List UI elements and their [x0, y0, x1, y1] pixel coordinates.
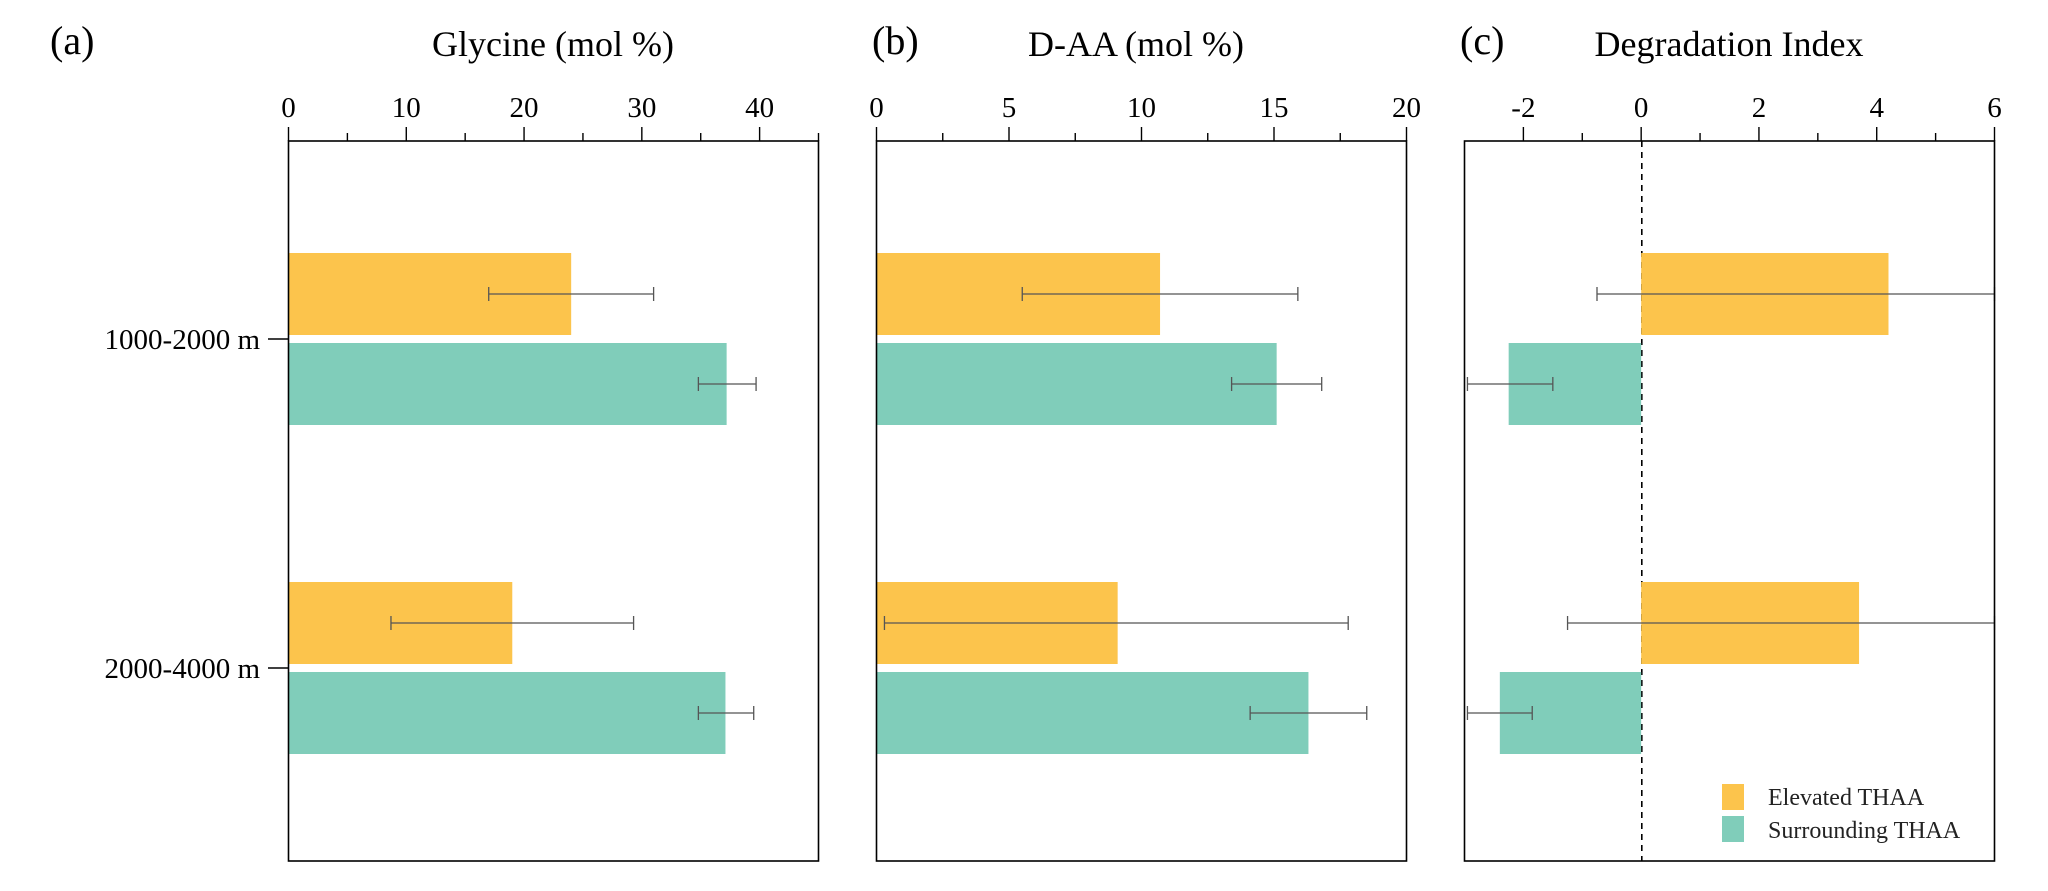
error-bar [1466, 706, 1533, 720]
bars [1499, 253, 1889, 754]
legend-label-elevated: Elevated THAA [1768, 785, 1925, 811]
x-tick-label: 10 [1127, 92, 1156, 124]
bar-surrounding [288, 672, 726, 754]
error-bars [883, 287, 1368, 720]
x-tick-label: -2 [1511, 92, 1535, 124]
error-bar [1021, 287, 1299, 301]
x-tick-label: 0 [1634, 92, 1649, 124]
legend-swatch-elevated [1722, 784, 1744, 810]
x-axis: -2 0 2 4 6 [1511, 92, 2002, 141]
panel-d-aa: (b) D-AA (mol %) 0 5 10 15 20 [869, 18, 1421, 862]
error-bar [883, 616, 1349, 630]
bars [876, 253, 1309, 754]
plot-frame [1463, 140, 1996, 862]
x-tick-label: 10 [392, 92, 421, 124]
x-tick-label: 0 [281, 92, 296, 124]
error-bar [697, 377, 757, 391]
x-tick-label: 6 [1987, 92, 2002, 124]
error-bar [1466, 377, 1554, 391]
panel-title: D-AA (mol %) [1028, 24, 1244, 64]
x-tick-label: 20 [1392, 92, 1421, 124]
bars [288, 253, 727, 754]
x-tick-label: 5 [1002, 92, 1017, 124]
error-bars [1466, 287, 1996, 720]
panel-letter: (a) [50, 18, 94, 63]
x-tick-label: 20 [510, 92, 539, 124]
panel-letter: (c) [1460, 18, 1504, 63]
x-tick-label: 0 [869, 92, 884, 124]
x-axis: 0 5 10 15 20 [869, 92, 1421, 141]
x-tick-label: 2 [1752, 92, 1767, 124]
x-axis: 0 10 20 30 40 [281, 92, 820, 141]
panel-letter: (b) [872, 18, 919, 63]
legend-swatch-surrounding [1722, 816, 1744, 842]
error-bar [390, 616, 635, 630]
x-tick-label: 15 [1260, 92, 1289, 124]
y-axis: 1000-2000 m 2000-4000 m [105, 324, 289, 685]
panel-degradation-index: (c) Degradation Index -2 0 2 4 6 [1460, 18, 2002, 862]
error-bar [697, 706, 755, 720]
error-bars [390, 287, 757, 720]
plot-frame [287, 140, 820, 862]
panel-title: Degradation Index [1595, 24, 1864, 64]
panel-glycine: (a) Glycine (mol %) 0 10 20 30 40 [50, 18, 820, 862]
error-bar [488, 287, 655, 301]
x-tick-label: 40 [745, 92, 774, 124]
x-tick-label: 30 [627, 92, 656, 124]
bar-surrounding [876, 672, 1309, 754]
error-bar [1230, 377, 1323, 391]
plot-frame [875, 140, 1408, 862]
legend: Elevated THAA Surrounding THAA [1722, 784, 1961, 844]
bar-surrounding [876, 343, 1277, 425]
panel-title: Glycine (mol %) [432, 24, 674, 64]
legend-label-surrounding: Surrounding THAA [1768, 818, 1961, 844]
x-tick-label: 4 [1869, 92, 1884, 124]
category-label: 1000-2000 m [105, 324, 261, 356]
error-bar [1249, 706, 1368, 720]
category-label: 2000-4000 m [105, 653, 261, 685]
bar-surrounding [288, 343, 727, 425]
